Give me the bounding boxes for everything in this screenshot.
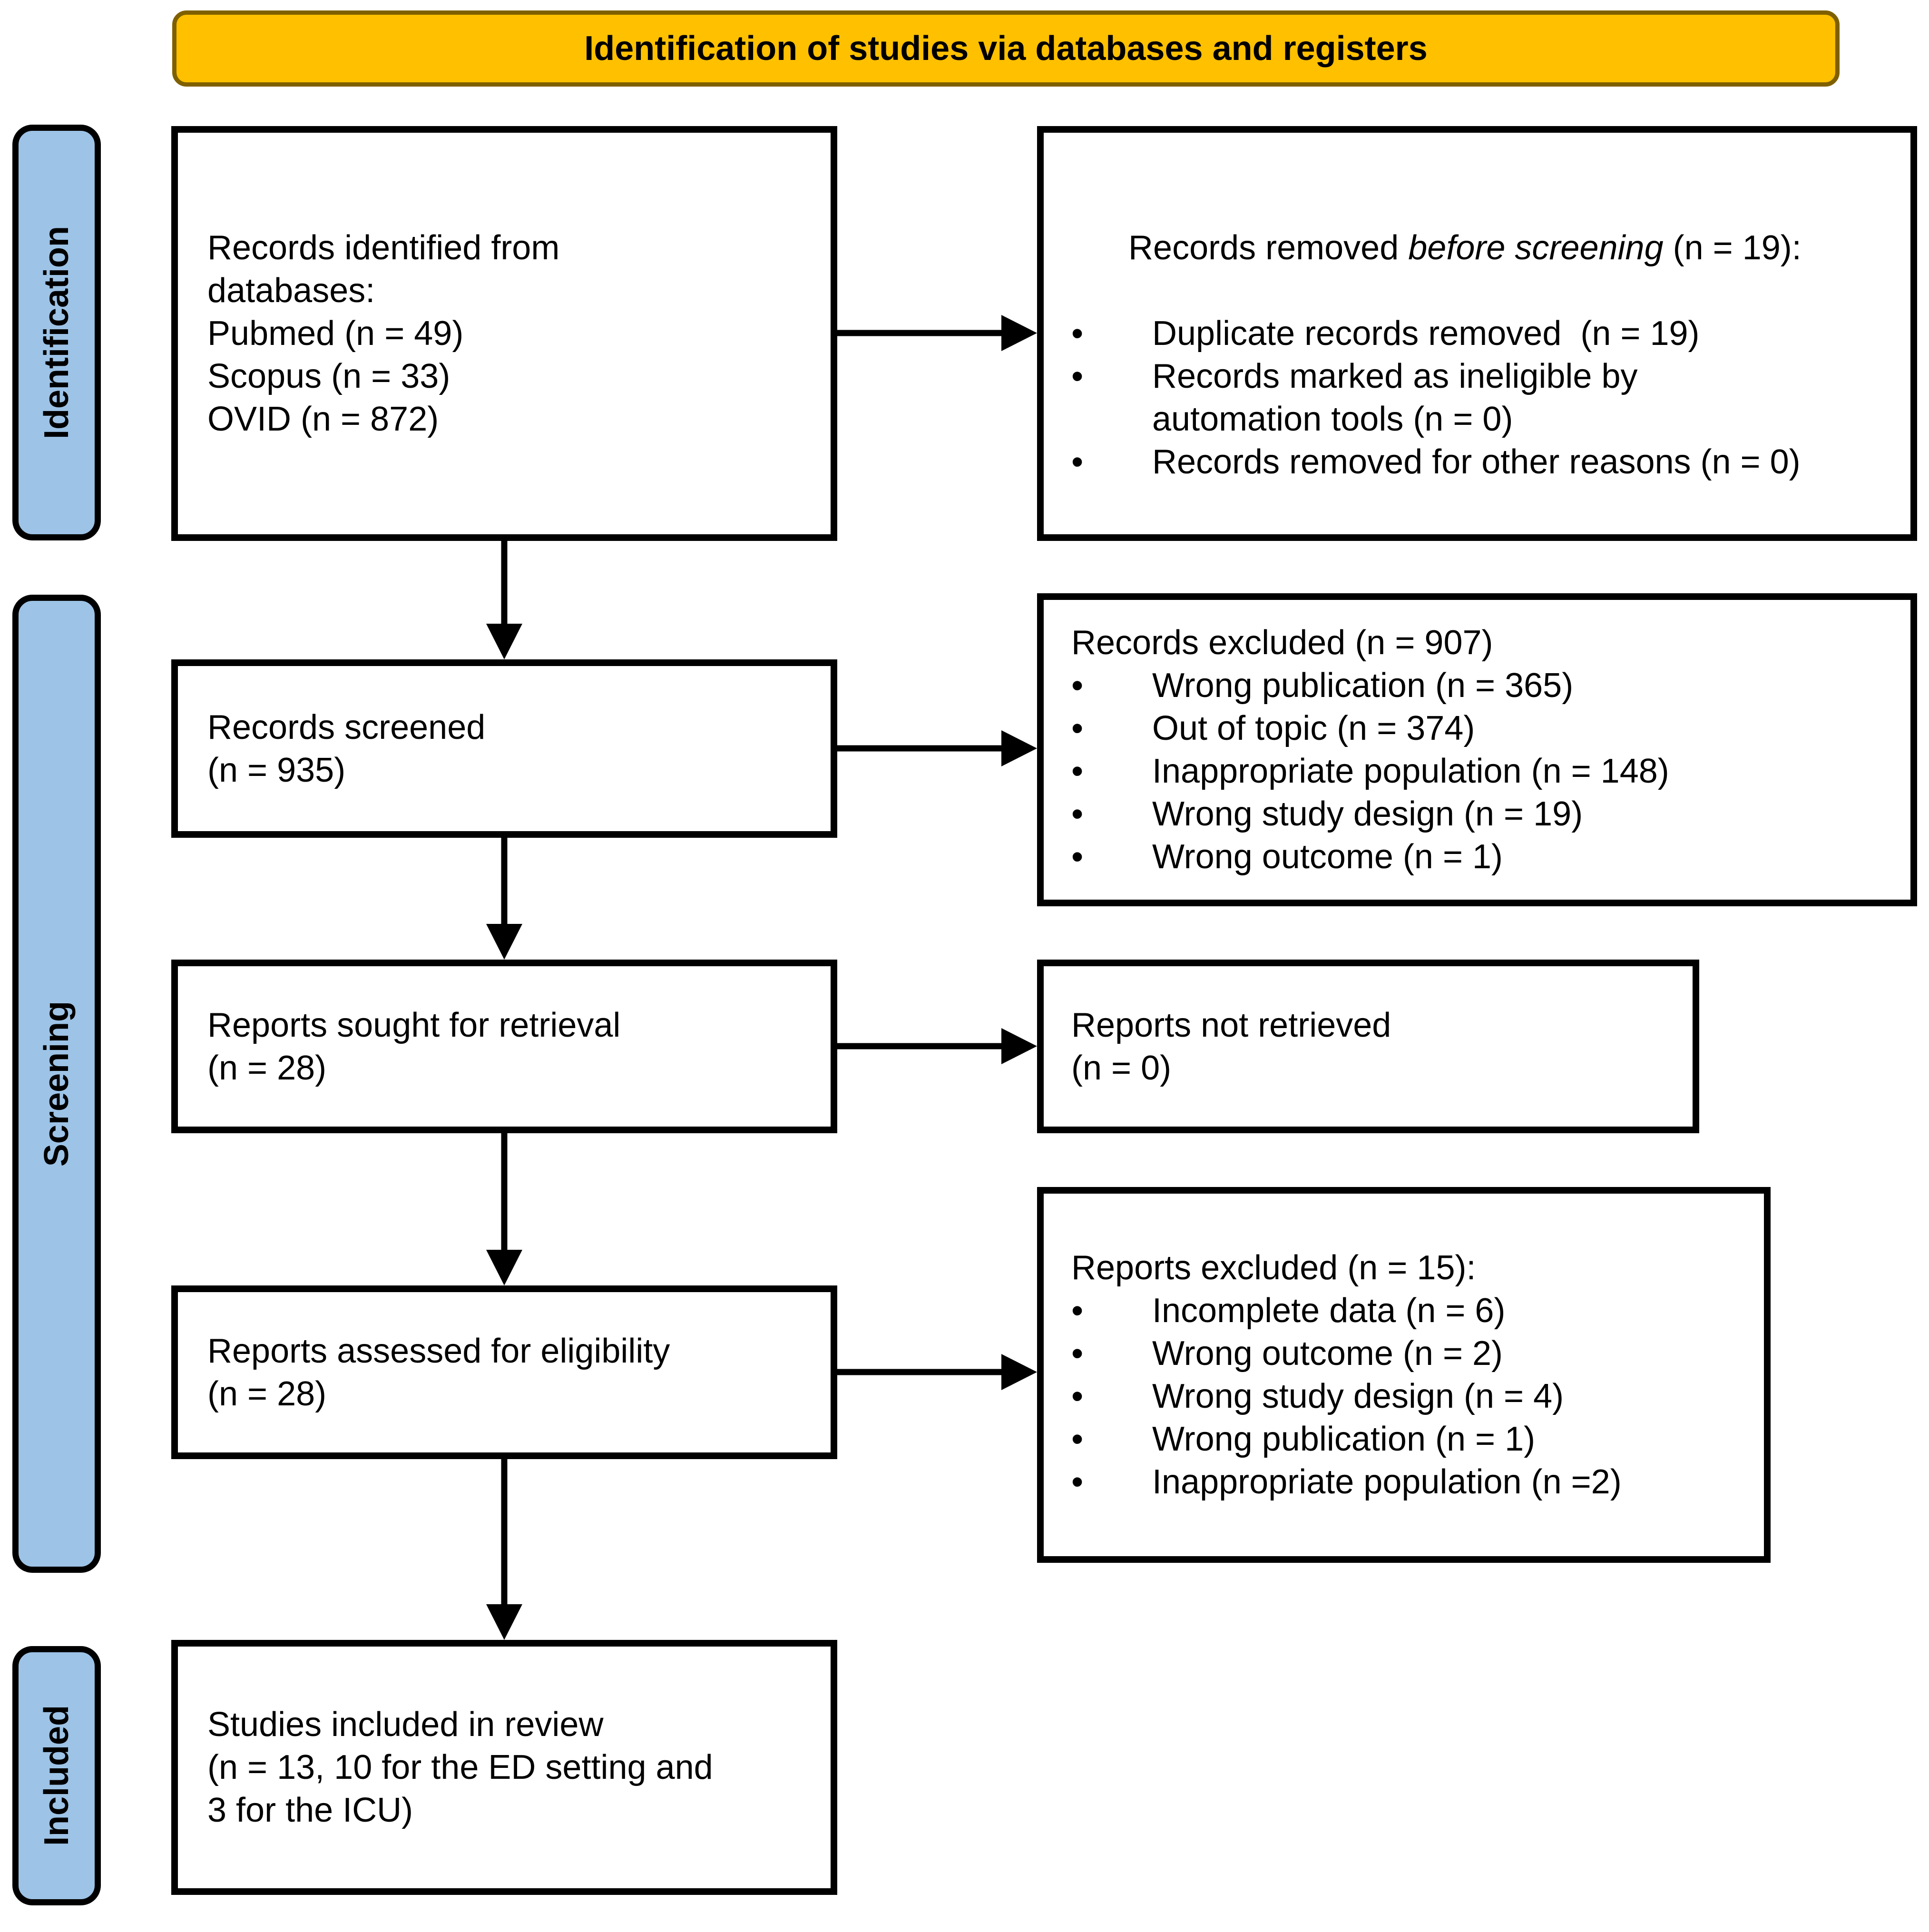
box-records-excluded: Records excluded (n = 907) • Wrong publi…: [1037, 593, 1917, 906]
list-item-text: Wrong study design (n = 4): [1152, 1377, 1564, 1415]
list-item: • Records removed for other reasons (n =…: [1071, 441, 1891, 483]
banner-title: Identification of studies via databases …: [584, 29, 1428, 68]
box-text-line: (n = 935): [207, 751, 346, 789]
stage-bar-identification: Identification: [12, 125, 101, 540]
title-suffix: (n = 19):: [1663, 229, 1802, 267]
list-item: • Wrong publication (n = 1): [1071, 1418, 1745, 1461]
box-text-line: Reports not retrieved: [1071, 1006, 1391, 1044]
bullet-icon: •: [1071, 1334, 1084, 1373]
bullet-icon: •: [1071, 1463, 1084, 1501]
stage-bar-screening: Screening: [12, 595, 101, 1573]
box-reports-sought: Reports sought for retrieval (n = 28): [171, 960, 837, 1133]
box-text-line: Records identified from: [207, 229, 560, 267]
list-item-text: Inappropriate population (n =2): [1152, 1463, 1622, 1501]
box-text-line: (n = 28): [207, 1049, 327, 1087]
box-reports-not-retrieved: Reports not retrieved (n = 0): [1037, 960, 1699, 1133]
bullet-icon: •: [1071, 357, 1084, 395]
box-text-line: (n = 0): [1071, 1049, 1172, 1087]
box-text-line: OVID (n = 872): [207, 400, 439, 438]
arrow-screened-to-excluded: [836, 730, 1037, 766]
list-item: • Wrong outcome (n = 1): [1071, 835, 1891, 878]
box-records-removed: Records removed before screening (n = 19…: [1037, 126, 1917, 541]
list-item: • Incomplete data (n = 6): [1071, 1289, 1745, 1332]
bullet-icon: •: [1071, 1377, 1084, 1415]
arrow-assessed-to-reports-excluded: [836, 1354, 1037, 1390]
list-item: • Wrong publication (n = 365): [1071, 664, 1891, 707]
arrow-sought-to-assessed: [486, 1132, 522, 1285]
arrow-identified-to-removed: [836, 315, 1037, 351]
banner: Identification of studies via databases …: [172, 10, 1840, 87]
list-item: • Wrong study design (n = 19): [1071, 793, 1891, 835]
list-item: • Wrong study design (n = 4): [1071, 1375, 1745, 1418]
bullet-icon: •: [1071, 709, 1084, 747]
bullet-list: • Incomplete data (n = 6) • Wrong outcom…: [1071, 1289, 1745, 1503]
list-item: • Inappropriate population (n =2): [1071, 1461, 1745, 1503]
box-reports-assessed: Reports assessed for eligibility (n = 28…: [171, 1285, 837, 1459]
box-studies-included: Studies included in review (n = 13, 10 f…: [171, 1640, 837, 1895]
bullet-icon: •: [1071, 795, 1084, 833]
list-item-text: Records marked as ineligible by automati…: [1152, 357, 1638, 438]
box-title: Reports excluded (n = 15):: [1071, 1249, 1476, 1287]
bullet-icon: •: [1071, 1420, 1084, 1458]
box-records-screened: Records screened (n = 935): [171, 659, 837, 838]
bullet-list: • Duplicate records removed (n = 19) • R…: [1071, 312, 1891, 483]
box-text-line: databases:: [207, 272, 375, 310]
list-item: • Wrong outcome (n = 2): [1071, 1332, 1745, 1375]
box-text-line: (n = 13, 10 for the ED setting and: [207, 1748, 713, 1786]
arrow-screened-to-sought: [486, 837, 522, 960]
stage-label-identification: Identification: [38, 226, 76, 439]
list-item-text: Inappropriate population (n = 148): [1152, 752, 1669, 790]
title-emphasis: before screening: [1408, 229, 1664, 267]
list-item: • Duplicate records removed (n = 19): [1071, 312, 1891, 355]
list-item-text: Wrong study design (n = 19): [1152, 795, 1583, 833]
stage-label-included: Included: [38, 1705, 76, 1846]
box-text-line: Studies included in review: [207, 1706, 604, 1744]
list-item-text: Duplicate records removed (n = 19): [1152, 314, 1700, 353]
list-item-text: Incomplete data (n = 6): [1152, 1292, 1506, 1330]
list-item: • Out of topic (n = 374): [1071, 707, 1891, 750]
stage-bar-included: Included: [12, 1646, 101, 1905]
bullet-icon: •: [1071, 314, 1084, 353]
list-item: • Inappropriate population (n = 148): [1071, 750, 1891, 793]
bullet-icon: •: [1071, 443, 1084, 481]
bullet-icon: •: [1071, 1292, 1084, 1330]
box-title: Records removed before screening (n = 19…: [1071, 184, 1891, 312]
list-item-text: Wrong outcome (n = 1): [1152, 838, 1503, 876]
box-text-line: Reports sought for retrieval: [207, 1006, 621, 1044]
list-item-text: Out of topic (n = 374): [1152, 709, 1475, 747]
list-item: • Records marked as ineligible by automa…: [1071, 355, 1891, 441]
box-text-line: Records screened: [207, 708, 486, 746]
bullet-icon: •: [1071, 838, 1084, 876]
box-text-line: (n = 28): [207, 1374, 327, 1413]
box-text-line: Reports assessed for eligibility: [207, 1332, 670, 1370]
title-prefix: Records removed: [1128, 229, 1409, 267]
box-reports-excluded: Reports excluded (n = 15): • Incomplete …: [1037, 1187, 1771, 1563]
list-item-text: Records removed for other reasons (n = 0…: [1152, 443, 1801, 481]
bullet-list: • Wrong publication (n = 365) • Out of t…: [1071, 664, 1891, 878]
box-records-identified: Records identified from databases: Pubme…: [171, 126, 837, 541]
list-item-text: Wrong publication (n = 365): [1152, 667, 1574, 705]
arrow-sought-to-not-retrieved: [836, 1028, 1037, 1064]
bullet-icon: •: [1071, 752, 1084, 790]
arrow-identified-to-screened: [486, 540, 522, 659]
stage-label-screening: Screening: [38, 1000, 76, 1167]
list-item-text: Wrong publication (n = 1): [1152, 1420, 1536, 1458]
box-text-line: 3 for the ICU): [207, 1791, 413, 1829]
bullet-icon: •: [1071, 667, 1084, 705]
box-text-line: Pubmed (n = 49): [207, 314, 464, 353]
list-item-text: Wrong outcome (n = 2): [1152, 1334, 1503, 1373]
arrow-assessed-to-included: [486, 1458, 522, 1640]
box-title: Records excluded (n = 907): [1071, 624, 1493, 662]
box-text-line: Scopus (n = 33): [207, 357, 450, 395]
